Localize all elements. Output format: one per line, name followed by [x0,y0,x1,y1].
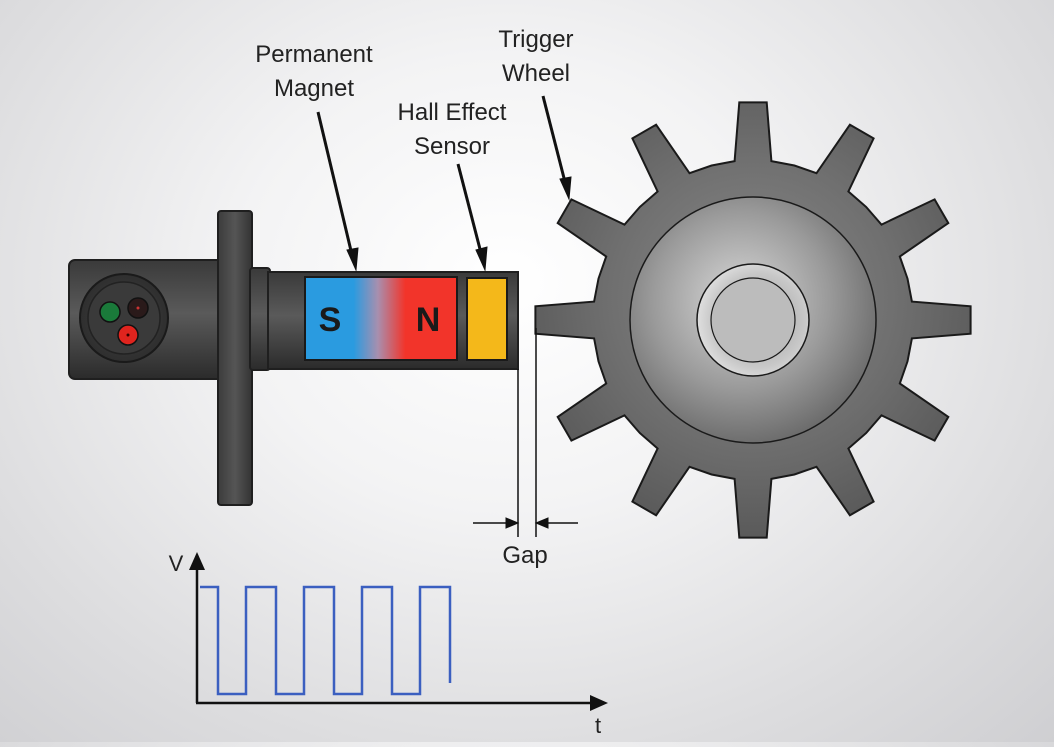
permanent-magnet [304,276,458,361]
gap-dimension [473,328,578,537]
leader-arrows [316,95,572,272]
wheel-leader-line [541,95,567,183]
graph-x-label: t [595,713,601,738]
magnet-south-pole: S [319,301,342,339]
magnet-north-pole: N [416,301,441,339]
trigger-wheel-bore [710,277,796,363]
permanent-magnet-label: Permanent Magnet [240,38,388,106]
square-wave-signal [200,585,452,696]
graph-y-axis-arrowhead [189,552,205,570]
output-voltage-graph: V t [169,551,608,738]
graph-y-label: V [169,551,184,576]
trigger-wheel-label: Trigger Wheel [478,23,594,91]
hall-sensor-assembly: S N [68,210,519,506]
gap-arrowhead-left [505,517,520,529]
magnet-leader-arrowhead [346,247,359,272]
hall-effect-element [466,277,508,361]
hall-sensor-label: Hall Effect Sensor [382,96,522,164]
trigger-wheel [534,101,972,539]
trigger-wheel-label-line1: Trigger [498,26,574,53]
hall-sensor-label-line2: Sensor [413,133,491,160]
magnet-leader-line [316,111,354,256]
mounting-flange [217,210,253,506]
connector-pin-green [99,301,121,323]
hall-sensor-label-line1: Hall Effect [397,99,507,126]
pin-dot [126,333,130,337]
graph-x-axis-arrowhead [590,695,608,711]
permanent-magnet-label-line1: Permanent [255,41,373,68]
permanent-magnet-label-line2: Magnet [273,75,355,102]
wheel-leader-arrowhead [559,176,572,201]
trigger-wheel-label-line2: Wheel [501,60,571,87]
gap-label: Gap [502,542,547,569]
pin-dot [136,306,140,310]
gap-arrowhead-right [534,517,549,529]
sensor-leader-arrowhead [475,246,488,272]
sensor-leader-line [456,163,483,254]
